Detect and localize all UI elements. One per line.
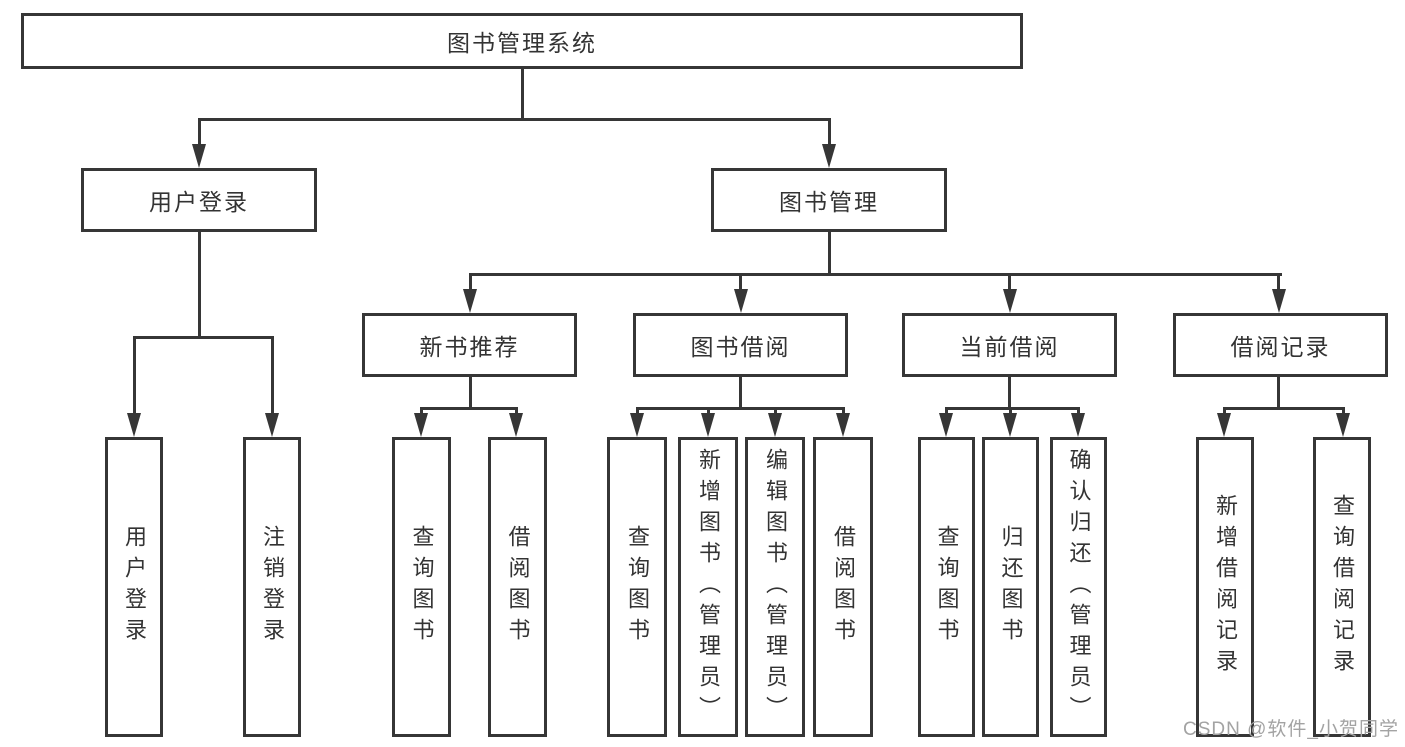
leaf-br-add-record: 新增借阅记录 — [1196, 437, 1254, 737]
connector-hline — [944, 407, 1080, 410]
connector-arrow — [1003, 407, 1017, 437]
leaf-bb-edit-book: 编辑图书（管理员） — [745, 437, 805, 737]
node-new-book-recommend: 新书推荐 — [362, 313, 577, 377]
leaf-cb-return-book: 归还图书 — [982, 437, 1039, 737]
leaf-cb-confirm-return: 确认归还（管理员） — [1050, 437, 1107, 737]
connector-arrow — [822, 118, 836, 168]
leaf-label: 查询借阅记录 — [1330, 494, 1355, 680]
leaf-bb-query-book: 查询图书 — [607, 437, 667, 737]
connector-arrow — [701, 407, 715, 437]
leaf-logout: 注销登录 — [243, 437, 301, 737]
node-user-login: 用户登录 — [81, 168, 317, 232]
leaf-label: 查询图书 — [409, 525, 435, 649]
connector-arrow — [1217, 407, 1231, 437]
connector-hline — [197, 118, 831, 121]
leaf-user-login: 用户登录 — [105, 437, 163, 737]
node-book-management: 图书管理 — [711, 168, 947, 232]
connector-arrow — [463, 273, 477, 313]
connector-vline — [197, 232, 201, 336]
connector-arrow — [939, 407, 953, 437]
connector-arrow — [768, 407, 782, 437]
connector-arrow — [509, 407, 523, 437]
leaf-label: 编辑图书（管理员） — [763, 447, 788, 727]
leaf-label: 用户登录 — [122, 525, 147, 649]
leaf-cb-query-book: 查询图书 — [918, 437, 975, 737]
connector-hline — [132, 336, 274, 339]
leaf-bb-borrow-book: 借阅图书 — [813, 437, 873, 737]
connector-hline — [419, 407, 517, 410]
connector-arrow — [836, 407, 850, 437]
node-root: 图书管理系统 — [21, 13, 1023, 69]
watermark: CSDN @软件_小贺同学 — [1183, 719, 1399, 740]
leaf-br-query-record: 查询借阅记录 — [1313, 437, 1371, 737]
connector-arrow — [1002, 273, 1017, 313]
node-book-borrow: 图书借阅 — [633, 313, 848, 377]
node-current-borrow: 当前借阅 — [902, 313, 1117, 377]
leaf-label: 新增图书（管理员） — [696, 447, 721, 727]
connector-arrow — [265, 336, 279, 437]
connector-arrow — [1271, 273, 1286, 313]
node-borrow-records: 借阅记录 — [1173, 313, 1388, 377]
connector-vline — [520, 69, 524, 118]
leaf-label: 新增借阅记录 — [1213, 494, 1238, 680]
leaf-label: 查询图书 — [625, 525, 650, 649]
connector-hline — [468, 273, 1282, 276]
connector-vline — [827, 232, 831, 273]
leaf-label: 查询图书 — [934, 525, 960, 649]
connector-vline — [739, 377, 742, 407]
leaf-label: 注销登录 — [260, 525, 285, 649]
connector-arrow — [733, 273, 748, 313]
leaf-label: 借阅图书 — [831, 525, 856, 649]
leaf-nb-query-book: 查询图书 — [392, 437, 451, 737]
connector-arrow — [630, 407, 644, 437]
connector-vline — [468, 377, 472, 407]
connector-arrow — [1071, 407, 1085, 437]
leaf-label: 借阅图书 — [505, 525, 531, 649]
connector-vline — [1008, 377, 1011, 407]
connector-arrow — [1336, 407, 1350, 437]
leaf-bb-add-book: 新增图书（管理员） — [678, 437, 738, 737]
leaf-nb-borrow-book: 借阅图书 — [488, 437, 547, 737]
connector-hline — [635, 407, 845, 410]
connector-vline — [1277, 377, 1280, 407]
leaf-label: 归还图书 — [998, 525, 1024, 649]
leaf-label: 确认归还（管理员） — [1066, 447, 1092, 727]
connector-hline — [1222, 407, 1345, 410]
connector-arrow — [192, 118, 206, 168]
connector-arrow — [414, 407, 428, 437]
connector-arrow — [127, 336, 141, 437]
